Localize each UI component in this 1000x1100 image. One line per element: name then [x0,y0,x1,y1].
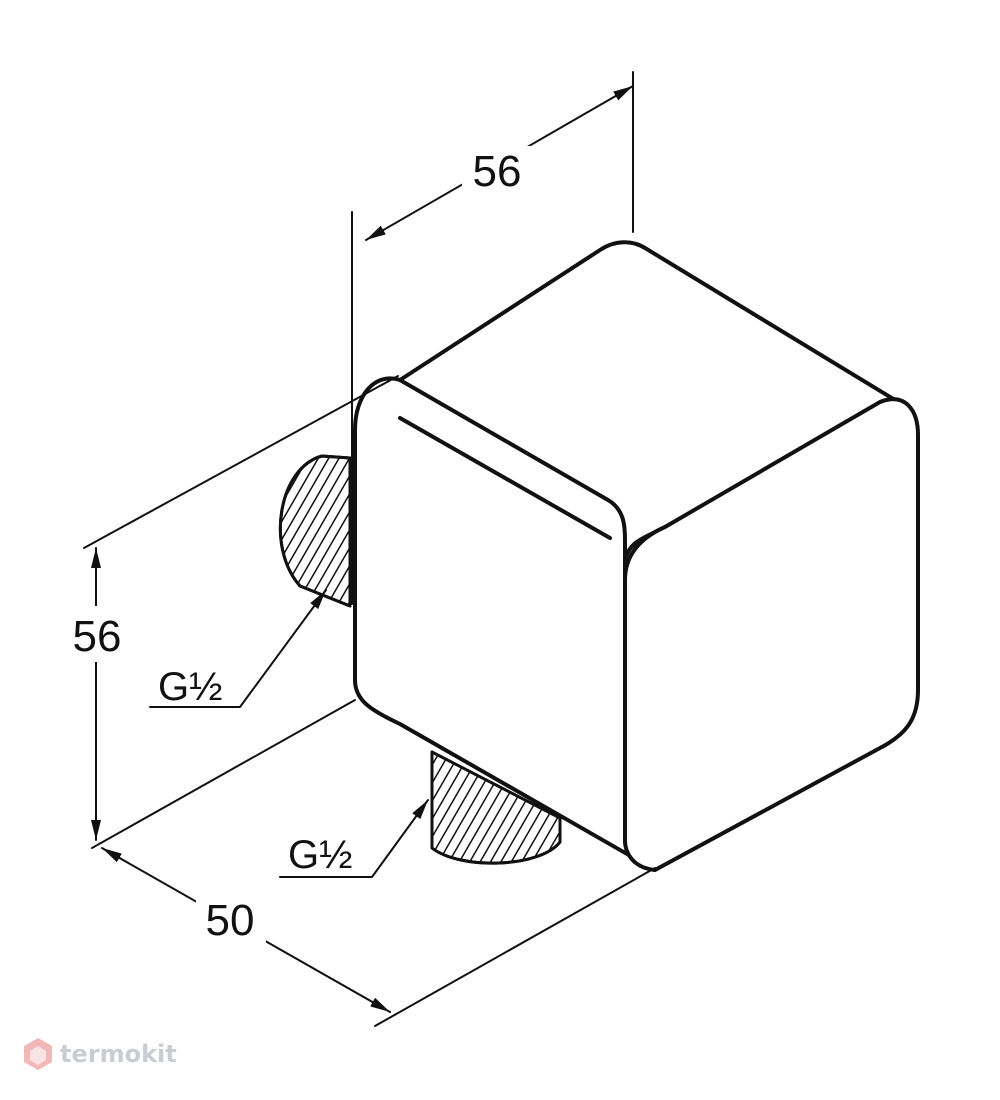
thread-label-bottom: G½ [288,833,352,877]
cube-front-face [353,376,657,872]
thread-leaders [149,589,429,878]
dim-label-height: 56 [73,612,122,661]
extension-lines [83,71,656,1027]
watermark: termokit [24,1038,177,1070]
dim-label-top-width: 56 [473,147,522,196]
thread-label-rear: G½ [158,665,222,709]
cube-body [353,240,920,872]
hexagon-logo-icon [24,1038,52,1070]
watermark-text: termokit [60,1040,177,1068]
cube-right-face [623,397,920,872]
rear-thread-connector [279,454,352,608]
dim-label-depth: 50 [206,896,255,945]
bottom-thread-connector [430,750,562,865]
